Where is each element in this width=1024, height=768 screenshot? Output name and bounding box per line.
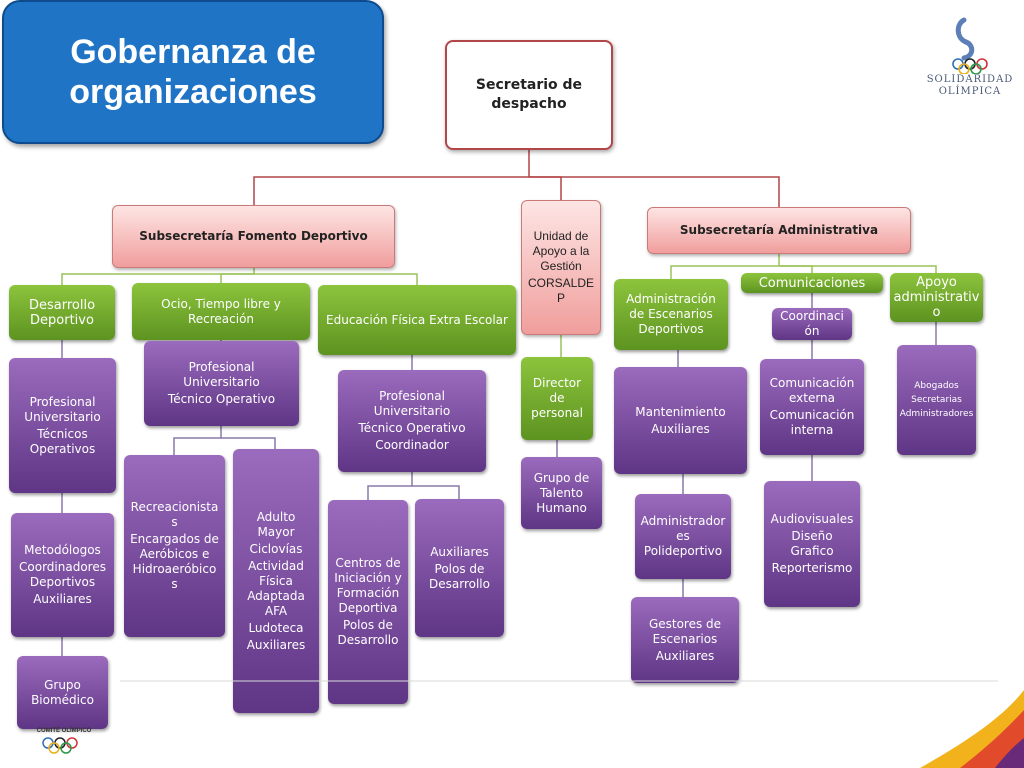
node-text-line: Comunicación interna (769, 408, 855, 437)
node-text-line: CORSALDE P (527, 276, 595, 305)
node-secretario: Secretario de despacho (445, 40, 613, 150)
node-text-line: Polos de Desarrollo (429, 561, 490, 591)
node-text-line: Comunicaciones (758, 275, 866, 291)
node-text-line: Desarrollo Deportivo (28, 297, 96, 328)
node-text-line: Coordinaci ón (780, 309, 844, 338)
node-administradores-polideportivo: Administrador es Polideportivo (635, 494, 731, 579)
node-text-line: Ciclovías (249, 541, 303, 556)
node-recreacionistas: Recreacionista s Encargados de Aeróbicos … (124, 455, 225, 637)
node-subsecretaria-administrativa: Subsecretaría Administrativa (647, 207, 911, 254)
node-text-line: Polos de Desarrollo (337, 618, 399, 647)
logo-graphic (920, 12, 1020, 75)
olympic-rings-icon (42, 737, 78, 754)
node-desarrollo-deportivo: Desarrollo Deportivo (9, 285, 115, 340)
slide-title: Gobernanza de organizaciones (2, 0, 384, 144)
node-text-line: Mantenimiento (635, 404, 726, 419)
node-text-line: Reporterismo (771, 561, 853, 575)
node-text-line: Ludoteca (248, 620, 304, 635)
node-text-line: Profesional Universitario (24, 394, 101, 424)
node-text-line: Auxiliares (655, 648, 715, 663)
root-connectors (253, 150, 780, 207)
node-text-line: Centros de Iniciación y Formación Deport… (334, 556, 402, 615)
footer-logo-text: COMITÉ OLÍMPICO (36, 728, 92, 734)
node-text-line: Secretarias (911, 395, 962, 405)
node-text-line: Técnicos Operativos (29, 426, 96, 456)
node-text-line: Adulto Mayor (256, 509, 296, 539)
node-text-line: Auxiliares (33, 592, 92, 606)
node-text-line: Comunicación externa (769, 376, 855, 405)
node-text-line: Administradores (899, 409, 974, 419)
node-text-line: Auxiliares (246, 637, 306, 652)
node-text-line: Grupo Biomédico (31, 677, 94, 707)
node-text-line: Subsecretaría Fomento Deportivo (139, 229, 368, 243)
node-text-line: Gestores de Escenarios (648, 616, 722, 646)
node-text-line: Coordinador (375, 438, 449, 452)
logo-text: SOLIDARIDAD OLÍMPICA (926, 74, 1014, 97)
node-text-line: Educación Física Extra Escolar (326, 312, 508, 327)
node-text-line: Director de personal (531, 376, 583, 420)
node-text-line: Administración de Escenarios Deportivos (626, 292, 716, 336)
node-text-line: Auxiliares (430, 544, 489, 559)
node-apoyo-administrativo: Apoyo administrativ o (890, 273, 983, 322)
node-text-line: Diseño Grafico (790, 529, 834, 558)
node-text-line: Profesional Universitario (373, 389, 451, 418)
node-text-line: Apoyo administrativ o (893, 275, 980, 320)
node-text-line: Profesional Universitario (183, 360, 260, 389)
node-text-line: Abogados (914, 381, 959, 391)
level2-connectors (61, 254, 937, 357)
node-comunicaciones: Comunicaciones (741, 273, 883, 293)
node-director-personal: Director de personal (521, 357, 593, 440)
node-grupo-talento-humano: Grupo de Talento Humano (521, 457, 602, 529)
node-text-line: Subsecretaría Administrativa (679, 223, 879, 237)
node-ocio-tiempo-libre: Ocio, Tiempo libre y Recreación (132, 283, 310, 340)
node-text-line: Metodólogos (24, 543, 101, 557)
node-text-line: Ocio, Tiempo libre y Recreación (161, 296, 281, 326)
olympic-rings-icon (952, 17, 988, 75)
comite-olimpico-logo: COMITÉ OLÍMPICO (34, 728, 94, 764)
node-coordinacion: Coordinaci ón (772, 308, 852, 340)
node-text-line: Audiovisuales (770, 512, 854, 526)
node-subsecretaria-fomento: Subsecretaría Fomento Deportivo (112, 205, 395, 268)
node-text-line: Técnico Operativo (358, 421, 466, 435)
node-text-line: Encargados de Aeróbicos e Hidroaeróbico … (130, 532, 219, 591)
node-administracion-escenarios: Administración de Escenarios Deportivos (614, 279, 728, 350)
node-text-line: Coordinadores Deportivos (19, 560, 106, 589)
level3-connectors (61, 293, 937, 656)
node-text-line: Actividad Física Adaptada AFA (247, 558, 305, 618)
node-centros-iniciacion: Centros de Iniciación y Formación Deport… (328, 500, 408, 704)
node-text-line: Auxiliares (651, 421, 710, 436)
node-text-line: Grupo de Talento Humano (533, 470, 590, 515)
node-text-line: Secretario de despacho (475, 77, 583, 112)
node-educacion-fisica: Educación Física Extra Escolar (318, 285, 516, 355)
node-text-line: Administrador es Polideportivo (640, 514, 726, 558)
solidaridad-olimpica-logo: SOLIDARIDAD OLÍMPICA (920, 12, 1020, 107)
node-text-line: Unidad de Apoyo a la Gestión (532, 229, 590, 273)
node-text-line: Técnico Operativo (167, 392, 276, 406)
node-grupo-biomedico: Grupo Biomédico (17, 656, 108, 729)
node-text-line: Recreacionista s (130, 500, 219, 529)
